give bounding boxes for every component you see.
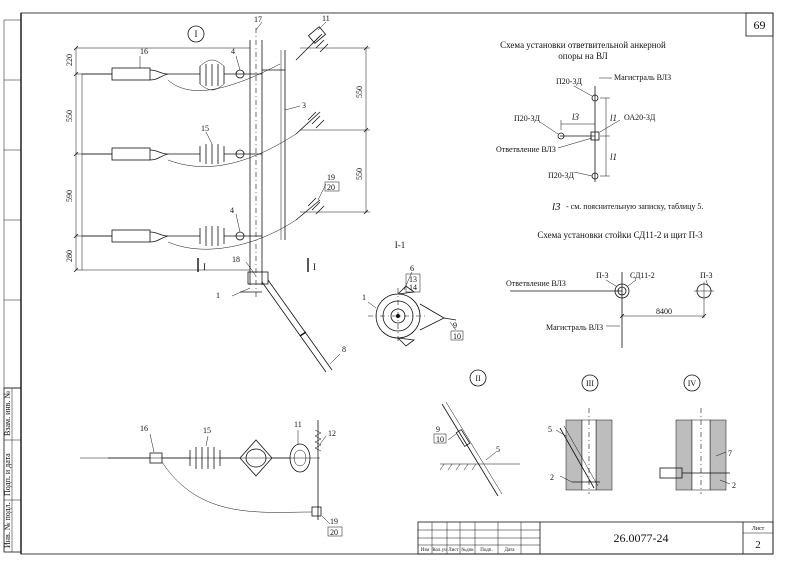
tb-header-list: Лист bbox=[448, 548, 459, 553]
section-I-1: I-1 6 13 14 1 9 10 bbox=[362, 240, 464, 347]
callout-1-section: 1 bbox=[362, 293, 366, 302]
callout-15-main: 15 bbox=[201, 124, 209, 133]
label-oa20: ОА20-3Д bbox=[624, 113, 656, 122]
label-p20-left: П20-3Д bbox=[514, 114, 540, 123]
label-p20-bottom: П20-3Д bbox=[548, 171, 574, 180]
string-middle bbox=[82, 133, 297, 167]
main-elevation-view: I bbox=[65, 14, 370, 373]
callout-19-plan: 19 bbox=[330, 517, 338, 526]
page-number: 69 bbox=[754, 18, 766, 32]
label-branch-2: Ответвление ВЛЗ bbox=[506, 279, 566, 288]
dim-550-left: 550 bbox=[65, 110, 74, 122]
callout-5-detail-III: 5 bbox=[548, 425, 552, 434]
callout-9-detail: 9 bbox=[436, 425, 440, 434]
tb-header-sign: Подп. bbox=[480, 548, 492, 553]
note-text: - см. пояснительную записку, таблицу 5. bbox=[566, 202, 703, 211]
pin-insulator-middle bbox=[295, 111, 325, 135]
callout-4-top: 4 bbox=[231, 47, 235, 56]
plan-view: 16 15 11 12 19 20 bbox=[80, 420, 343, 537]
dim-590: 590 bbox=[65, 190, 74, 202]
detail-II: II 9 10 5 bbox=[433, 369, 520, 497]
tb-header-kol: Кол.уч bbox=[432, 548, 447, 553]
callout-16-plan: 16 bbox=[140, 424, 148, 433]
callout-19-main: 19 bbox=[327, 173, 335, 182]
callout-3: 3 bbox=[302, 101, 306, 110]
label-main-line-2: Магистраль ВЛЗ bbox=[546, 323, 603, 332]
callout-17: 17 bbox=[254, 15, 262, 24]
label-l3: l3 bbox=[572, 112, 580, 122]
label-p3-left: П-3 bbox=[596, 271, 608, 280]
section-mark-right: I bbox=[313, 262, 316, 272]
label-l1-bottom: l1 bbox=[610, 152, 617, 162]
tb-header-date: Дата bbox=[505, 548, 516, 553]
tb-header-doc: №док bbox=[461, 547, 474, 553]
scheme-anchor-title-1: Схема установки ответвительной анкерной bbox=[500, 40, 666, 50]
scheme-anchor-support: Схема установки ответвительной анкерной … bbox=[496, 40, 703, 213]
dim-280: 280 bbox=[65, 250, 74, 262]
label-sd11: СД11-2 bbox=[630, 271, 655, 280]
callout-10-section: 10 bbox=[453, 332, 461, 341]
scheme-post-title: Схема установки стойки СД11-2 и щит П-3 bbox=[537, 230, 703, 240]
callout-4-bottom: 4 bbox=[230, 206, 234, 215]
callout-5-detail-II: 5 bbox=[496, 445, 500, 454]
dim-220: 220 bbox=[65, 54, 74, 66]
detail-marker-II: II bbox=[475, 374, 481, 383]
callout-10-detail: 10 bbox=[436, 435, 444, 444]
callout-11-plan: 11 bbox=[294, 420, 302, 429]
label-p3-right: П-3 bbox=[700, 271, 712, 280]
callout-18: 18 bbox=[232, 255, 240, 264]
sheet-label: Лист bbox=[752, 526, 765, 532]
label-p20-top: П20-3Д bbox=[556, 77, 582, 86]
margin-stamps: Инв. № подл. Подп. и дата Взам. инв. № bbox=[3, 19, 22, 553]
pin-insulator-top bbox=[295, 26, 329, 61]
dim-550-right-top: 550 bbox=[355, 86, 364, 98]
callout-14: 14 bbox=[409, 283, 417, 292]
title-block: Изм Кол.уч Лист №док Подп. Дата 26.0077-… bbox=[417, 521, 774, 555]
label-l1-top: l1 bbox=[610, 113, 617, 123]
callout-15-plan: 15 bbox=[203, 426, 211, 435]
callout-13: 13 bbox=[409, 275, 417, 284]
doc-code: 26.0077-24 bbox=[614, 531, 669, 545]
callout-7: 7 bbox=[728, 449, 732, 458]
detail-marker-IV: IV bbox=[688, 379, 697, 388]
scheme-post-shield: Схема установки стойки СД11-2 и щит П-3 … bbox=[506, 230, 714, 348]
detail-IV: IV 7 2 bbox=[659, 374, 736, 494]
scheme-anchor-title-2: опоры на ВЛ bbox=[558, 51, 607, 61]
dim-550-right-bottom: 550 bbox=[355, 168, 364, 180]
detail-marker-III: III bbox=[586, 379, 594, 388]
callout-20-main: 20 bbox=[327, 183, 335, 192]
string-bottom bbox=[82, 219, 297, 250]
pin-insulator-bottom bbox=[295, 197, 325, 221]
detail-III: III 5 2 bbox=[548, 374, 613, 494]
callout-1-main: 1 bbox=[216, 291, 220, 300]
sheet-number: 2 bbox=[755, 539, 761, 551]
callout-2-detail-III: 2 bbox=[550, 473, 554, 482]
brace-strut bbox=[240, 271, 333, 373]
note-symbol: l3 bbox=[552, 201, 561, 213]
label-distance-8400: 8400 bbox=[656, 307, 672, 316]
label-main-line-1: Магистраль ВЛЗ bbox=[614, 73, 671, 82]
stamp-signature-date: Подп. и дата bbox=[3, 453, 12, 496]
callout-8: 8 bbox=[342, 345, 346, 354]
tb-header-izm: Изм bbox=[421, 548, 431, 553]
callout-6: 6 bbox=[410, 264, 414, 273]
label-branch-1: Ответвление ВЛЗ bbox=[496, 145, 556, 154]
view-marker-I: I bbox=[195, 29, 198, 39]
callout-16-main: 16 bbox=[140, 47, 148, 56]
callout-9-section: 9 bbox=[453, 321, 457, 330]
stamp-inv-original: Инв. № подл. bbox=[3, 502, 12, 548]
callout-2-detail-IV: 2 bbox=[732, 481, 736, 490]
section-mark-left: I bbox=[203, 262, 206, 272]
stamp-replace-inv: Взам. инв. № bbox=[3, 391, 12, 436]
callout-11-main: 11 bbox=[322, 14, 330, 23]
section-title: I-1 bbox=[395, 240, 406, 250]
callout-12: 12 bbox=[328, 429, 336, 438]
callout-20-plan: 20 bbox=[330, 528, 338, 537]
